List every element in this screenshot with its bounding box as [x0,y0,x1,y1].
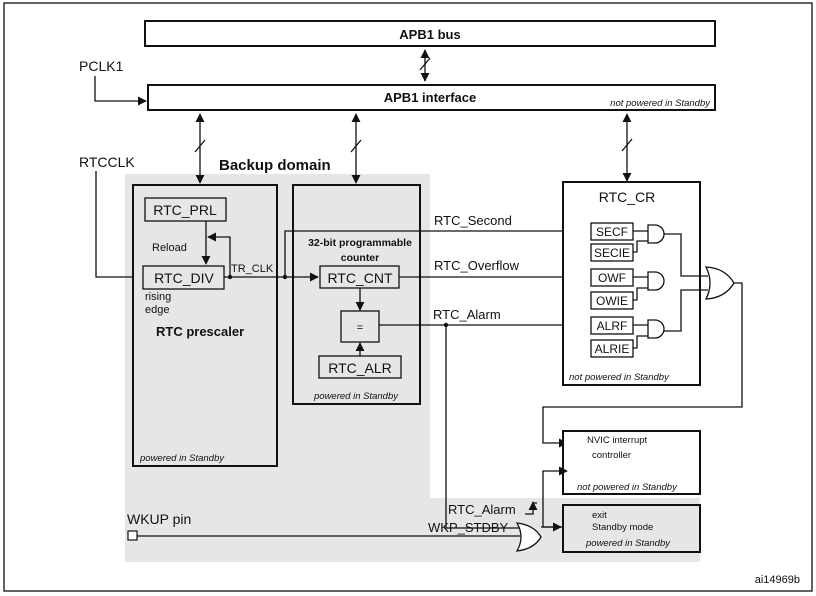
rtc-prl-register [144,197,227,222]
rtc-div-label: RTC_DIV [154,270,214,286]
tr-clk-label: TR_CLK [231,263,274,275]
alrf-label: ALRF [597,319,628,333]
rtc-second-line [284,226,591,277]
edge-label: edge [145,304,169,316]
nvic-line2: controller [592,450,631,461]
rtc-alarm2-label: RTC_Alarm [448,502,516,517]
alrie-label: ALRIE [595,342,630,356]
bus-width-slash [419,57,431,71]
apb1-interface-label: APB1 interface [384,90,476,105]
rtcclk-label: RTCCLK [79,154,135,170]
and-gate-overflow [633,271,665,301]
rtc-cnt-label: RTC_CNT [327,270,393,286]
interrupt-to-nvic-arrow [542,282,743,448]
apb1-interface-block: APB1 interface not powered in Standby [147,84,716,111]
rtc-cr-block: RTC_CR SECF SECIE OWF OWIE ALRF ALRIE no… [562,181,701,386]
secf-label: SECF [596,225,628,239]
wkup-pin-pad [127,530,138,541]
wkp-stdby-label: WKP_STDBY [428,520,509,535]
pclk1-label: PCLK1 [79,58,124,74]
exit-line1: exit [592,510,607,521]
rtc-second-label: RTC_Second [434,213,512,228]
exit-standby-block: exit Standby mode powered in Standby [562,504,701,553]
prescaler-bus-slash [194,139,206,153]
and-gate-alarm [633,319,665,349]
counter-title-1: 32-bit programmable [308,237,412,249]
rtc-alarm-label: RTC_Alarm [433,307,501,322]
rtcclk-arrow [95,171,144,282]
pclk1-arrow [94,76,147,106]
rtc-prl-label: RTC_PRL [153,202,217,218]
counter-title-2: counter [341,252,380,264]
wake-to-nvic-arrow [542,466,568,527]
or-gate-wakeup [515,522,542,552]
nvic-note: not powered in Standby [577,482,678,493]
counter-block: 32-bit programmable counter RTC_CNT = RT… [292,184,421,405]
and-gate-second [633,224,665,253]
counter-bus-slash [350,139,362,153]
rtccr-bus-slash [621,138,633,152]
owf-label: OWF [598,271,626,285]
prescaler-title: RTC prescaler [156,324,244,339]
rising-label: rising [145,291,171,303]
alarm-to-wake-or [445,325,520,529]
or-gate-interrupt [704,266,735,300]
apb1-bus-block: APB1 bus [144,20,716,47]
rtc-alr-label: RTC_ALR [328,360,392,376]
rtc-prescaler-block: RTC_PRL Reload RTC_DIV rising edge RTC p… [132,184,278,467]
rtc-overflow-label: RTC_Overflow [434,258,520,273]
backup-domain-label: Backup domain [219,157,331,174]
apb1-interface-note: not powered in Standby [610,98,711,109]
figure-id: ai14969b [755,574,800,586]
reload-label: Reload [152,242,187,254]
nvic-block: NVIC interrupt controller not powered in… [562,430,701,495]
rtc-cr-note: not powered in Standby [569,372,670,383]
nvic-line1: NVIC interrupt [587,435,648,446]
owie-label: OWIE [596,294,628,308]
apb1-bus-label: APB1 bus [399,27,460,42]
secie-label: SECIE [594,246,630,260]
comparator-label: = [357,322,363,334]
exit-line2: Standby mode [592,522,653,533]
rtc-cr-title: RTC_CR [599,189,656,205]
prescaler-note: powered in Standby [139,453,225,464]
exit-note: powered in Standby [585,538,671,549]
comparator-box [340,310,380,343]
and-alarm-to-or [664,289,708,332]
figure-frame [3,2,813,592]
reload-feedback-arrow [207,232,231,277]
and-second-to-or [664,233,708,277]
wkup-pin-label: WKUP pin [127,511,191,527]
counter-note: powered in Standby [313,391,399,402]
